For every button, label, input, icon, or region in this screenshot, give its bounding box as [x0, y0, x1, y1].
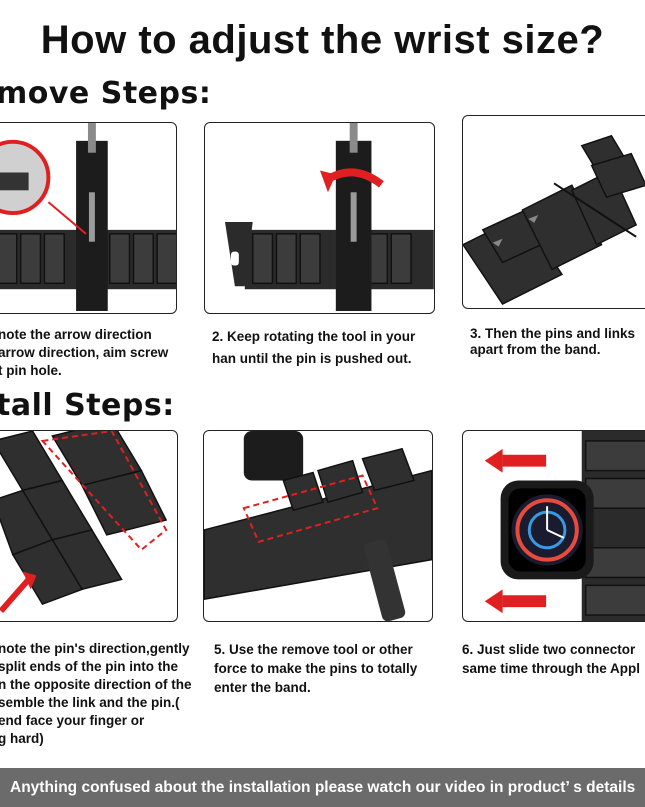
install-step-4-image — [0, 430, 178, 622]
remove-steps-heading: move Steps: — [0, 76, 212, 111]
install-step-5-text: 5. Use the remove tool or other force to… — [214, 642, 418, 695]
remove-step-3-text: 3. Then the pins and links apart from th… — [470, 326, 636, 357]
install-step-6-image — [462, 430, 645, 622]
remove-step-1-image — [0, 122, 177, 314]
remove-step-2-image — [204, 122, 435, 314]
install-steps-heading: tall Steps: — [0, 388, 175, 423]
remove-step-2-text: 2. Keep rotating the tool in your han un… — [212, 329, 416, 366]
remove-step-3-image — [462, 115, 645, 309]
footer-banner: Anything confused about the installation… — [0, 768, 645, 807]
page-title: How to adjust the wrist size? — [40, 18, 605, 62]
install-step-5-image — [203, 430, 433, 622]
remove-step-1-text: note the arrow direction arrow direction… — [0, 327, 169, 378]
install-step-6-text: 6. Just slide two connector same time th… — [462, 642, 641, 676]
install-step-4-text: note the pin's direction,gently split en… — [0, 641, 192, 746]
